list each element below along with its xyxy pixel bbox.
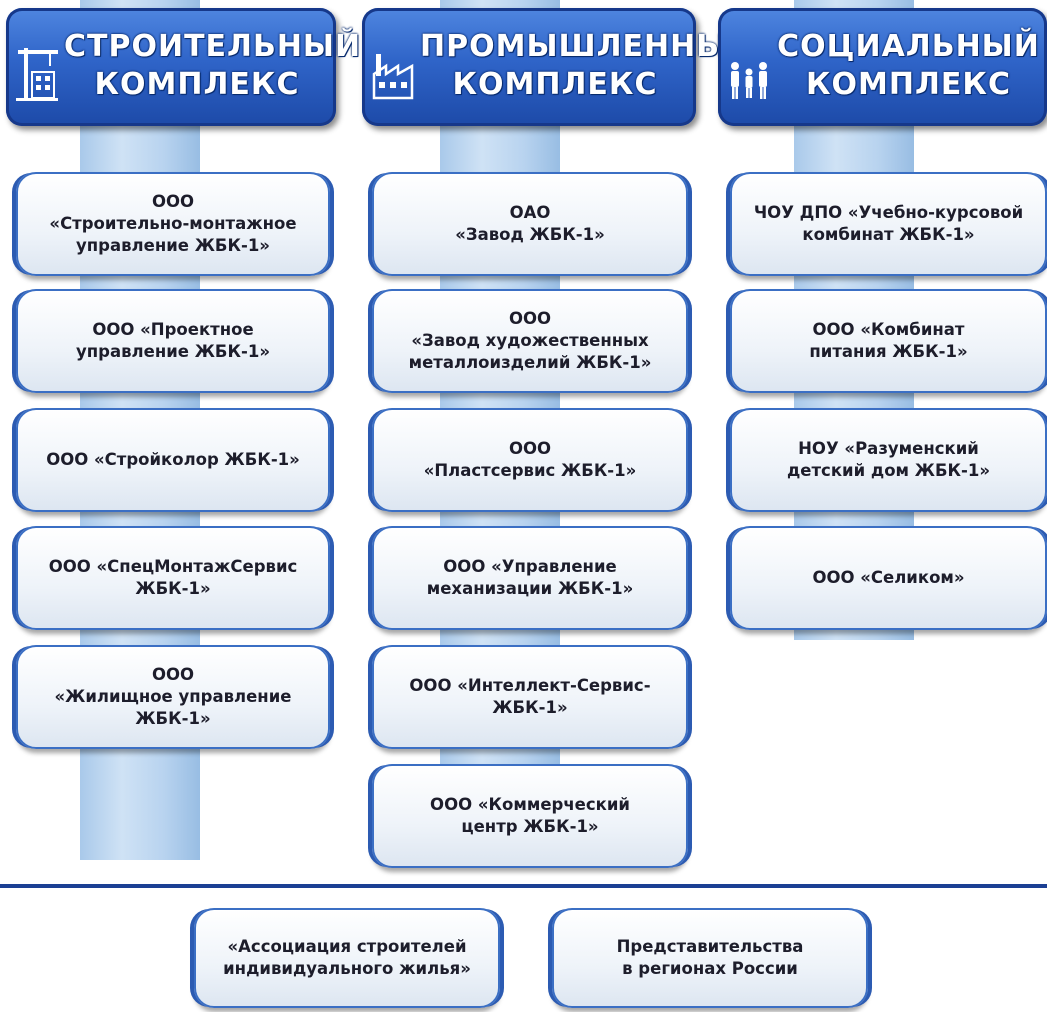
org-box: НОУ «Разуменский детский дом ЖБК-1» (730, 408, 1047, 512)
org-box: ООО «Жилищное управление ЖБК-1» (16, 645, 330, 749)
org-label: НОУ «Разуменский детский дом ЖБК-1» (786, 439, 991, 480)
org-box: ЧОУ ДПО «Учебно-курсовой комбинат ЖБК-1» (730, 172, 1047, 276)
org-box: ООО «Завод художественных металлоизделий… (372, 289, 688, 393)
family-icon (731, 62, 767, 99)
org-label: ООО «Управление механизации ЖБК-1» (426, 557, 634, 598)
factory-icon (372, 54, 414, 100)
section-divider (0, 884, 1047, 888)
org-label: ООО «Селиком» (812, 568, 965, 587)
org-box: ООО «Строительно-монтажное управление ЖБ… (16, 172, 330, 276)
org-box: ООО «Комбинат питания ЖБК-1» (730, 289, 1047, 393)
org-box: ОАО «Завод ЖБК-1» (372, 172, 688, 276)
header-title: СОЦИАЛЬНЫЙ КОМПЛЕКС (777, 29, 1040, 102)
org-box: ООО «Коммерческий центр ЖБК-1» (372, 764, 688, 868)
org-label: ООО «Строительно-монтажное управление ЖБ… (49, 192, 297, 255)
header-title: СТРОИТЕЛЬНЫЙ КОМПЛЕКС (64, 29, 362, 102)
crane-building-icon (16, 48, 58, 101)
header-construction: СТРОИТЕЛЬНЫЙ КОМПЛЕКС (6, 8, 362, 126)
association-box: «Ассоциация строителей индивидуального ж… (194, 908, 500, 1008)
regional-offices-box: Представительства в регионах России (552, 908, 868, 1008)
org-label: ООО «Комбинат питания ЖБК-1» (809, 320, 968, 361)
org-label: ООО «Завод художественных металлоизделий… (408, 309, 652, 372)
org-box: ООО «Интеллект-Сервис- ЖБК-1» (372, 645, 688, 749)
org-box: ООО «Стройколор ЖБК-1» (16, 408, 330, 512)
org-label: ЧОУ ДПО «Учебно-курсовой комбинат ЖБК-1» (753, 203, 1024, 244)
org-box: ООО «СпецМонтажСервис ЖБК-1» (16, 526, 330, 630)
org-label: ООО «Жилищное управление ЖБК-1» (54, 665, 292, 728)
org-label: ООО «Коммерческий центр ЖБК-1» (430, 795, 630, 836)
org-label: ООО «Интеллект-Сервис- ЖБК-1» (409, 676, 651, 717)
org-box: ООО «Пластсервис ЖБК-1» (372, 408, 688, 512)
regional-offices-label: Представительства в регионах России (616, 937, 804, 978)
association-label: «Ассоциация строителей индивидуального ж… (223, 937, 471, 978)
org-box: ООО «Проектное управление ЖБК-1» (16, 289, 330, 393)
org-label: ООО «Пластсервис ЖБК-1» (423, 439, 637, 480)
org-label: ООО «СпецМонтажСервис ЖБК-1» (48, 557, 298, 598)
org-label: ООО «Стройколор ЖБК-1» (46, 450, 300, 469)
org-box: ООО «Управление механизации ЖБК-1» (372, 526, 688, 630)
org-label: ООО «Проектное управление ЖБК-1» (76, 320, 270, 361)
org-box: ООО «Селиком» (730, 526, 1047, 630)
org-label: ОАО «Завод ЖБК-1» (455, 203, 605, 244)
header-industrial: ПРОМЫШЛЕННЫЙ КОМПЛЕКС (362, 8, 755, 126)
header-social: СОЦИАЛЬНЫЙ КОМПЛЕКС (718, 8, 1047, 126)
header-title: ПРОМЫШЛЕННЫЙ КОМПЛЕКС (420, 29, 755, 102)
